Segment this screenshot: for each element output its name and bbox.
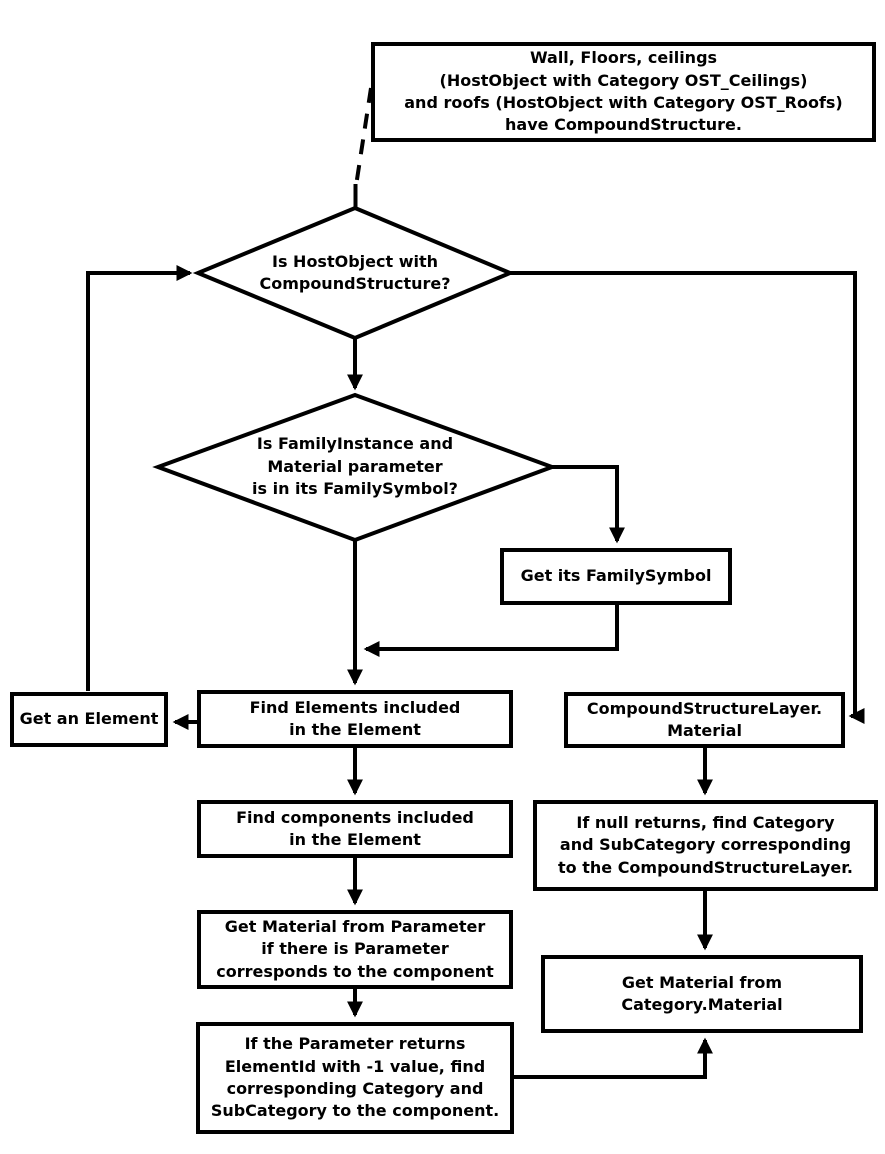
arrow-get-family-symbol-to-main-flow <box>363 604 619 657</box>
if-null-returns-box: If null returns, find Category and SubCa… <box>533 800 878 891</box>
get-material-from-category-box: Get Material from Category.Material <box>541 955 863 1033</box>
arrow-familyinstance-to-get-family-symbol <box>552 465 625 544</box>
get-family-symbol-box: Get its FamilySymbol <box>500 548 732 605</box>
compound-structure-layer-box: CompoundStructureLayer. Material <box>564 692 845 748</box>
arrow-hostobject-to-compound-structure-layer <box>510 271 865 724</box>
get-material-from-parameter-box: Get Material from Parameter if there is … <box>197 910 513 989</box>
get-an-element-box: Get an Element <box>10 692 168 747</box>
decision-hostobject-label: Is HostObject with CompoundStructure? <box>259 251 451 293</box>
find-components-box: Find components included in the Element <box>197 800 513 858</box>
note-box: Wall, Floors, ceilings (HostObject with … <box>371 42 876 142</box>
arrow-get-an-element-to-hostobject <box>86 265 193 691</box>
if-parameter-returns-box: If the Parameter returns ElementId with … <box>196 1022 514 1134</box>
leader-dashed-line <box>354 87 373 187</box>
arrow-if-parameter-to-get-material-category <box>513 1037 713 1079</box>
decision-familyinstance-label: Is FamilyInstance and Material parameter… <box>252 434 458 499</box>
find-elements-box: Find Elements included in the Element <box>197 690 513 748</box>
